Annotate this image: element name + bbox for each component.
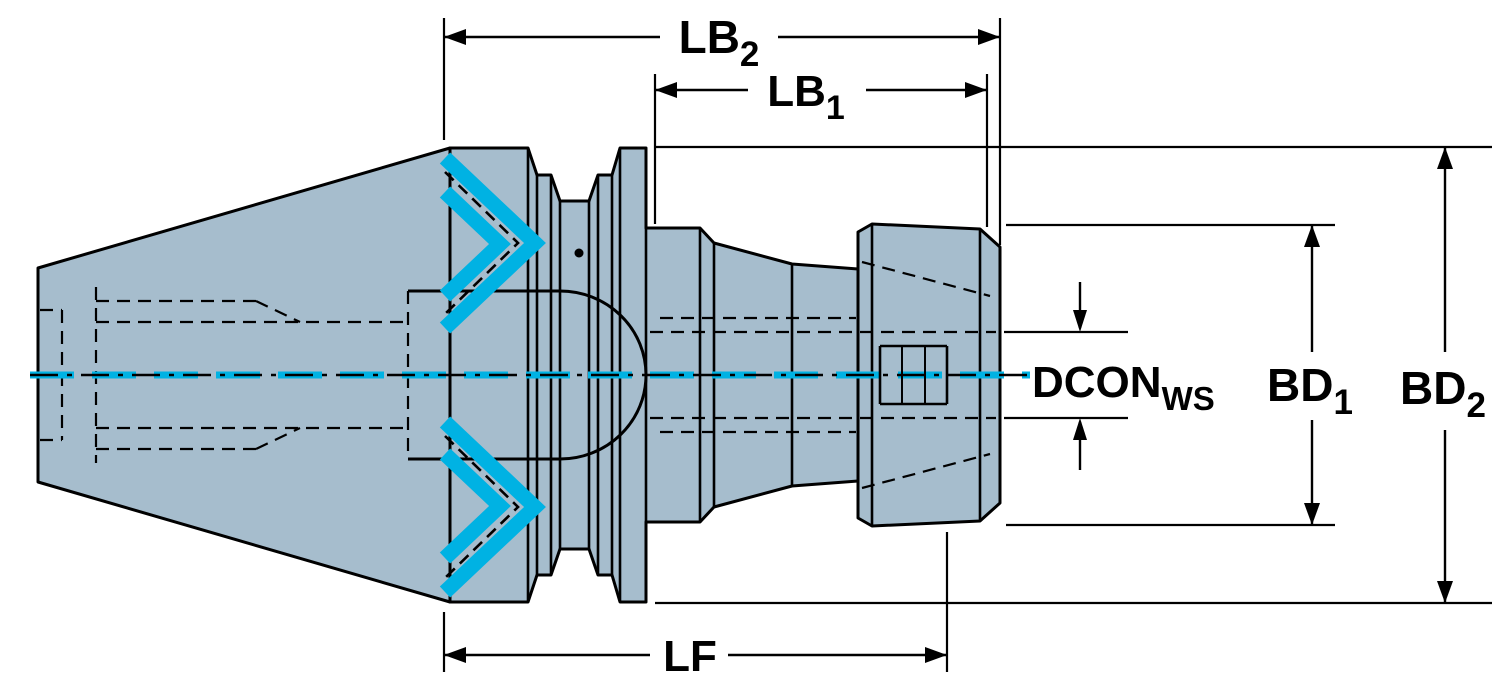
arrowhead-down — [1073, 310, 1087, 332]
contact-face-highlights — [439, 152, 546, 598]
collet-nose-detail — [878, 344, 949, 406]
arrowhead-right — [925, 647, 947, 663]
arrowhead-down — [1304, 503, 1320, 525]
arrowhead-left — [444, 29, 466, 45]
dim-label-bd2: BD2 — [1400, 362, 1486, 425]
dim-label-bd1: BD1 — [1267, 359, 1353, 422]
chevron-bottom-inner — [439, 448, 511, 564]
arrowhead-right — [965, 82, 987, 98]
dim-label-lb1: LB1 — [767, 67, 845, 127]
arrowhead-left — [444, 647, 466, 663]
dimension-lf: LF — [444, 632, 947, 681]
dim-label-lf: LF — [663, 632, 717, 681]
dimension-bd1: BD1 — [1267, 225, 1353, 525]
arrowhead-up — [1304, 225, 1320, 247]
dimension-dcon-ws: DCONWS — [1032, 282, 1215, 470]
chevron-bottom-hidden-edge — [444, 435, 520, 579]
arrowhead-up — [1437, 147, 1453, 169]
chevron-bottom-outer — [439, 416, 546, 598]
dimension-lb2: LB2 — [444, 11, 1000, 74]
arrowhead-up — [1073, 418, 1087, 440]
arrowhead-right — [978, 29, 1000, 45]
arrowhead-down — [1437, 581, 1453, 603]
balance-hole-dot — [574, 248, 584, 258]
dimension-lb1: LB1 — [655, 67, 987, 127]
dim-label-lb2: LB2 — [679, 11, 760, 74]
chevron-top-hidden-edge — [444, 171, 520, 315]
extension-lines — [442, 18, 1492, 672]
dim-label-dcon-ws: DCONWS — [1032, 358, 1215, 417]
chevron-top-inner — [439, 186, 511, 302]
chevron-top-outer — [439, 152, 546, 334]
arrowhead-left — [655, 82, 677, 98]
dimension-bd2: BD2 — [1400, 147, 1486, 603]
